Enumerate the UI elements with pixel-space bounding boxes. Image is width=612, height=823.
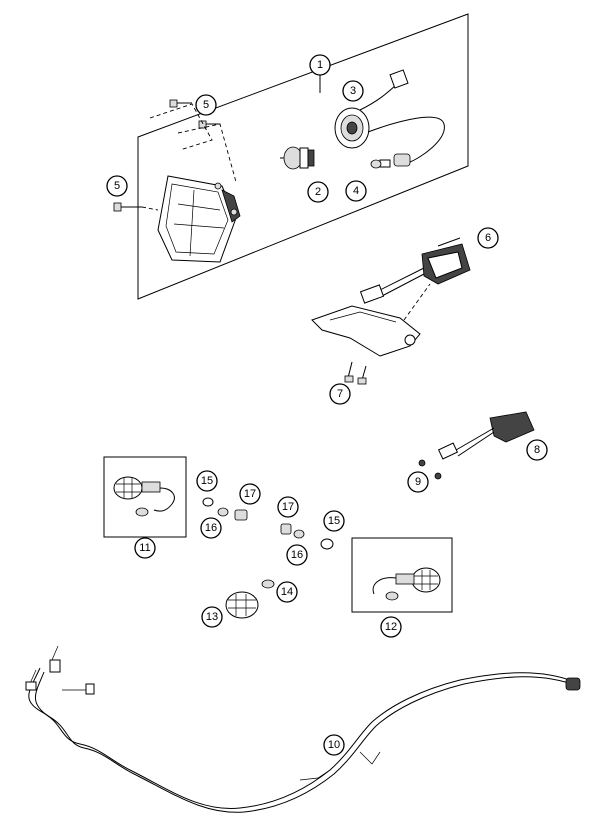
turn-signal-left-frame — [103, 456, 187, 538]
callout-4: 4 — [345, 180, 367, 202]
callout-number: 14 — [281, 586, 293, 598]
bulb-socket — [334, 69, 445, 163]
callout-number: 11 — [139, 542, 150, 554]
headlight-bulb — [280, 146, 315, 170]
tail-light-assembly — [359, 237, 471, 304]
turn-signal-bulb — [261, 579, 275, 589]
callout-number: 15 — [201, 475, 213, 487]
bolt-left — [113, 202, 142, 212]
callout-16-right: 16 — [286, 544, 308, 566]
parking-bulb — [370, 153, 411, 169]
callout-number: 16 — [205, 522, 217, 534]
turn-signal-lens — [225, 591, 259, 619]
callout-17-left: 17 — [239, 483, 261, 505]
callout-number: 4 — [353, 185, 359, 197]
callout-number: 6 — [485, 232, 491, 244]
callout-1: 1 — [309, 54, 331, 76]
callout-number: 16 — [291, 549, 303, 561]
callout-2: 2 — [307, 181, 329, 203]
callout-17-right: 17 — [277, 496, 299, 518]
callout-3: 3 — [342, 80, 364, 102]
wiring-harness — [25, 645, 581, 813]
callout-8: 8 — [526, 439, 548, 461]
turn-signal-right-frame — [351, 537, 453, 613]
callout-number: 8 — [534, 444, 540, 456]
callout-number: 7 — [337, 388, 343, 400]
callout-number: 3 — [350, 85, 356, 97]
bracket-screws — [344, 361, 367, 385]
callout-16-left: 16 — [200, 517, 222, 539]
callout-13: 13 — [201, 606, 223, 628]
callout-5-upper: 5 — [195, 94, 217, 116]
headlight-assembly-group — [113, 13, 469, 300]
callout-number: 17 — [244, 488, 256, 500]
callout-7: 7 — [329, 383, 351, 405]
callout-14: 14 — [276, 581, 298, 603]
bolt-middle — [198, 120, 220, 129]
license-plate-light — [437, 411, 535, 460]
callout-12: 12 — [380, 616, 402, 638]
callout-number: 1 — [317, 59, 323, 71]
headlight-group-frame — [137, 13, 469, 300]
callout-6: 6 — [477, 227, 499, 249]
callout-number: 13 — [206, 611, 218, 623]
callout-number: 12 — [385, 621, 397, 633]
callout-number: 5 — [203, 99, 209, 111]
turn-signal-left-group — [103, 456, 187, 538]
headlight-housing — [157, 175, 241, 263]
callout-10: 10 — [323, 734, 345, 756]
callout-15-left: 15 — [196, 470, 218, 492]
callout-number: 17 — [282, 501, 294, 513]
callout-number: 15 — [328, 515, 340, 527]
callout-11: 11 — [134, 537, 156, 559]
bolt-upper — [169, 99, 192, 108]
license-light-screws — [418, 459, 442, 480]
callout-number: 10 — [328, 739, 340, 751]
turn-signal-right-group — [351, 537, 453, 613]
callout-number: 5 — [114, 180, 120, 192]
callout-15-right: 15 — [323, 510, 345, 532]
callout-5-left: 5 — [106, 175, 128, 197]
callout-9: 9 — [407, 471, 429, 493]
callout-number: 2 — [315, 186, 321, 198]
callout-number: 9 — [415, 476, 421, 488]
tail-light-bracket — [311, 283, 431, 385]
washers-and-nuts — [202, 497, 334, 550]
